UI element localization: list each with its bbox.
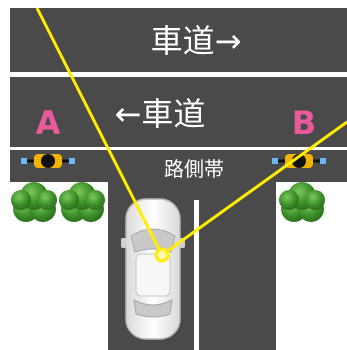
center-line: [10, 72, 347, 77]
roadside-edge-line: [10, 147, 347, 150]
main-road: [10, 8, 347, 182]
bush-icon: [11, 182, 57, 222]
bush-icon: [59, 182, 105, 222]
sight-line-left: [35, 7, 164, 256]
bicycle-icon: [21, 154, 75, 168]
car-icon: [121, 198, 185, 340]
driver-viewpoint: [154, 247, 170, 263]
roadside-strip-label: 路側帯: [164, 157, 224, 181]
road-lower-label: ←車道: [115, 95, 206, 133]
bush-icon: [279, 182, 325, 222]
point-b-label: B: [292, 104, 316, 142]
side-road-center-line: [194, 200, 199, 350]
point-a-label: A: [36, 104, 61, 142]
sight-line-right: [161, 120, 347, 257]
road-upper-label: 車道→: [151, 22, 242, 60]
